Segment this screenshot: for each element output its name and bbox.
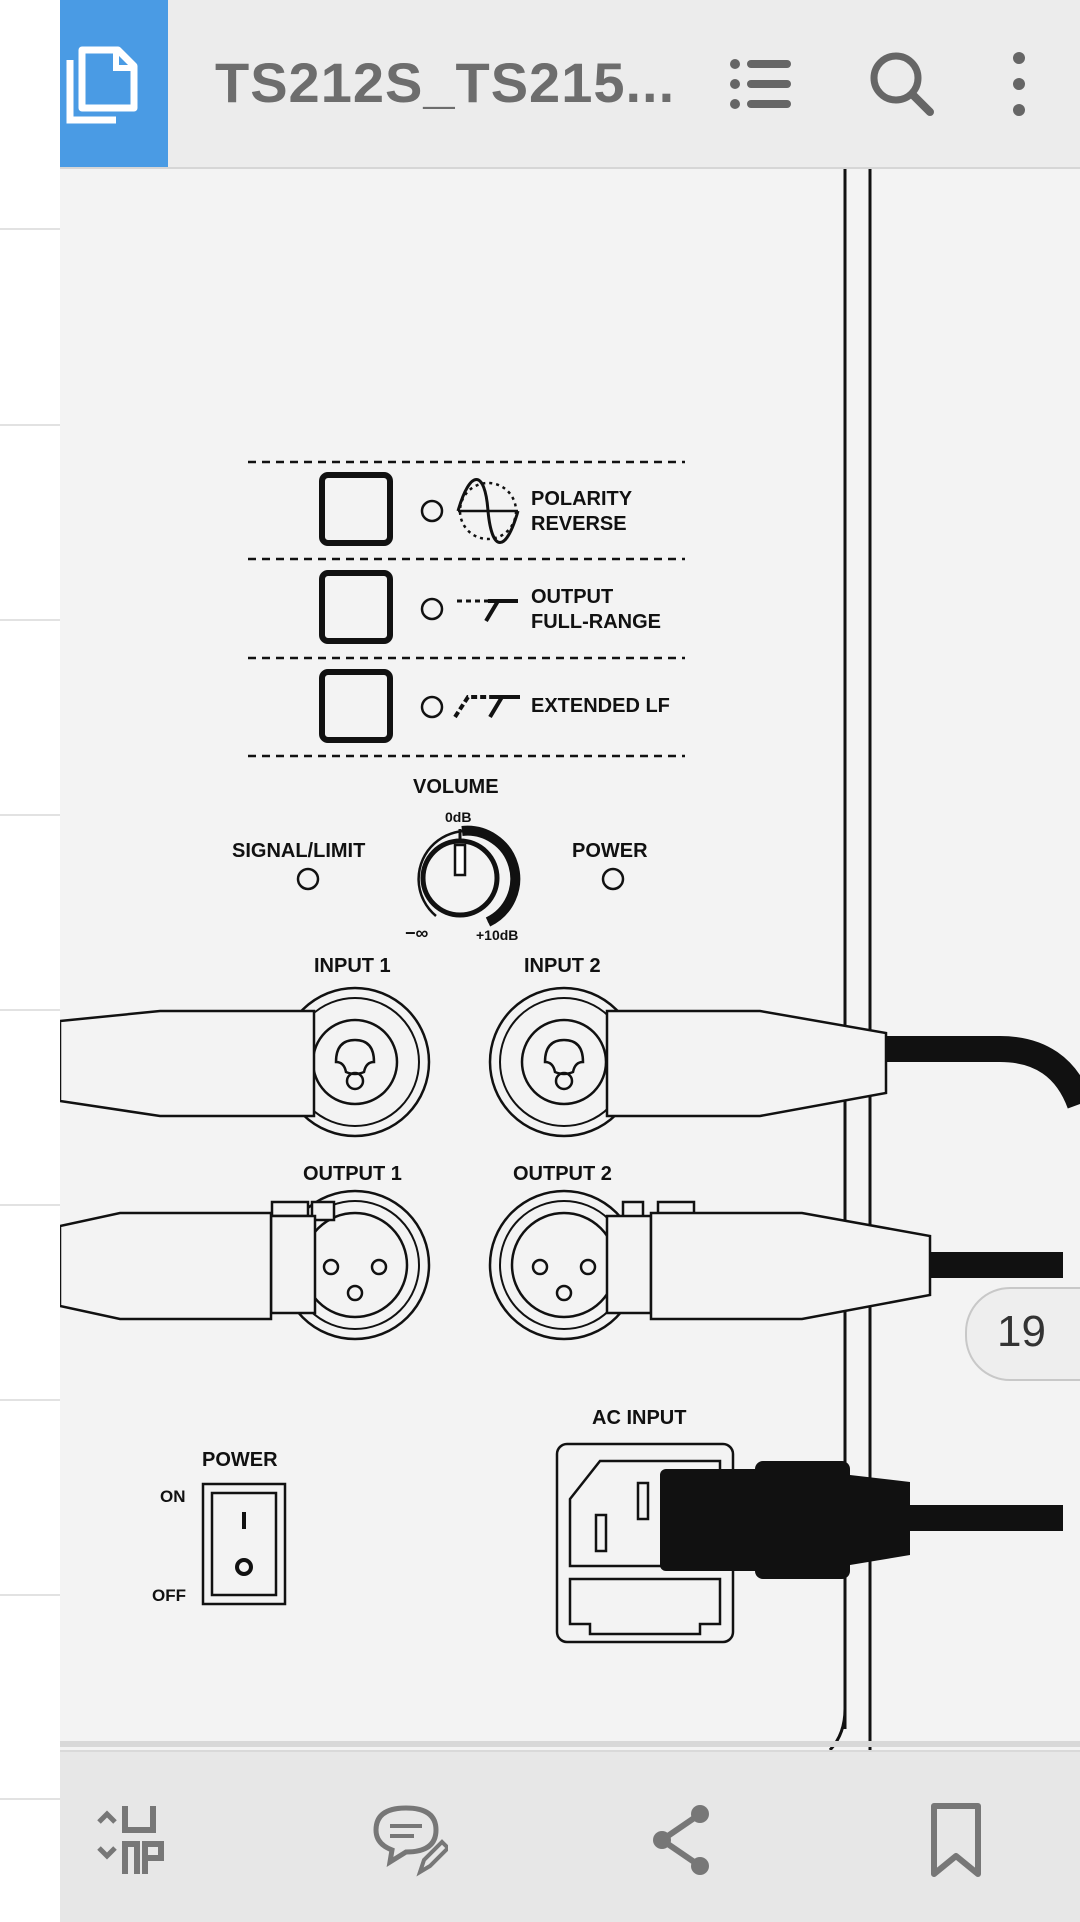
output-label-line2: FULL-RANGE <box>531 611 661 633</box>
document-page[interactable]: POLARITY REVERSE OUTPUT FULL-RANGE EXTEN… <box>60 169 1080 1750</box>
thumbnail-divider <box>0 1009 60 1011</box>
output1-label: OUTPUT 1 <box>303 1163 402 1185</box>
polarity-label-line2: REVERSE <box>531 513 627 535</box>
output-label-line1: OUTPUT <box>531 586 614 608</box>
document-button[interactable] <box>60 0 168 167</box>
document-title: TS212S_TS215... <box>215 51 676 114</box>
reflow-icon[interactable] <box>95 1800 175 1880</box>
zero-db-label: 0dB <box>445 809 472 825</box>
share-icon[interactable] <box>642 1800 722 1880</box>
input1-label: INPUT 1 <box>314 955 391 977</box>
thumbnail-divider <box>0 228 60 230</box>
power-switch-label: POWER <box>202 1449 278 1471</box>
thumbnail-divider <box>0 1594 60 1596</box>
bottom-toolbar <box>60 1750 1080 1922</box>
off-label: OFF <box>152 1586 186 1605</box>
output-full-range-label: OUTPUT FULL-RANGE <box>531 585 661 635</box>
thumbnail-divider <box>0 814 60 816</box>
thumbnail-divider <box>0 424 60 426</box>
top-toolbar: TS212S_TS215... <box>60 0 1080 169</box>
page-number: 19 <box>997 1307 1046 1356</box>
power-led-label: POWER <box>572 840 648 862</box>
thumbnail-divider <box>0 1399 60 1401</box>
search-icon[interactable] <box>866 48 938 120</box>
polarity-label-line1: POLARITY <box>531 488 633 510</box>
plus-10db-label: +10dB <box>476 927 519 943</box>
extended-lf-label: EXTENDED LF <box>531 695 670 717</box>
document-copy-icon <box>66 46 138 124</box>
bookmark-icon[interactable] <box>916 1800 996 1880</box>
thumbnail-strip[interactable] <box>0 0 61 1920</box>
on-label: ON <box>160 1487 186 1506</box>
rear-panel-diagram <box>60 169 1080 1750</box>
thumbnail-divider <box>0 619 60 621</box>
more-vertical-icon[interactable] <box>1005 48 1077 120</box>
list-icon[interactable] <box>725 48 797 120</box>
input2-label: INPUT 2 <box>524 955 601 977</box>
page-number-badge[interactable]: 19 <box>965 1287 1080 1381</box>
thumbnail-divider <box>0 1204 60 1206</box>
polarity-reverse-label: POLARITY REVERSE <box>531 487 632 537</box>
minus-infinity-label: −∞ <box>405 923 429 943</box>
volume-label: VOLUME <box>413 776 499 798</box>
thumbnail-divider <box>0 1798 60 1800</box>
output2-label: OUTPUT 2 <box>513 1163 612 1185</box>
comment-icon[interactable] <box>368 1800 448 1880</box>
signal-limit-label: SIGNAL/LIMIT <box>232 840 366 862</box>
ac-input-label: AC INPUT <box>592 1407 687 1429</box>
